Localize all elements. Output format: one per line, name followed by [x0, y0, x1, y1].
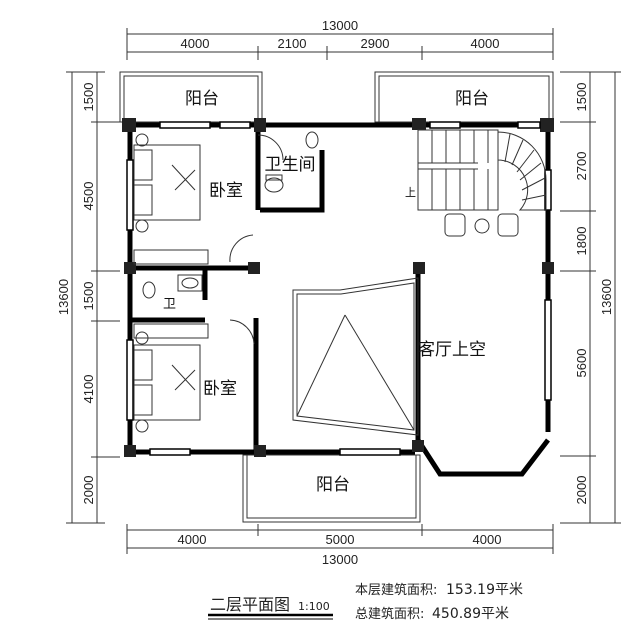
- bathroom-1-label: 卫生间: [265, 155, 316, 175]
- dim-left-3: 1500: [81, 282, 96, 311]
- dim-right-3: 1800: [574, 227, 589, 256]
- bed-2: [133, 331, 201, 433]
- drawing-title: 二层平面图: [210, 595, 290, 614]
- balcony-bottom-label: 阳台: [316, 475, 350, 495]
- dim-top-2: 2100: [278, 36, 307, 51]
- dim-left-4: 4100: [81, 375, 96, 404]
- dim-left-total: 13600: [56, 279, 71, 315]
- bed-1: [133, 133, 201, 233]
- dim-bottom-1: 4000: [178, 532, 207, 547]
- dim-right-total: 13600: [599, 279, 614, 315]
- bathroom-2-label: 卫: [163, 297, 176, 312]
- total-area-label: 总建筑面积:: [355, 606, 424, 622]
- dim-left-5: 2000: [81, 476, 96, 505]
- dim-right-4: 5600: [574, 349, 589, 378]
- dim-top-3: 2900: [361, 36, 390, 51]
- bedroom-1-label: 卧室: [209, 181, 243, 201]
- living-void-label: 客厅上空: [418, 340, 486, 360]
- dim-bottom-2: 5000: [326, 532, 355, 547]
- bedroom-2-label: 卧室: [203, 379, 237, 399]
- dim-left-1: 1500: [81, 83, 96, 112]
- living-void: [292, 277, 419, 436]
- drawing-scale: 1:100: [298, 600, 330, 613]
- balcony-top-right-label: 阳台: [455, 89, 489, 109]
- dim-right-2: 2700: [574, 152, 589, 181]
- dimension-lines: [66, 28, 621, 554]
- stair-up-label: 上: [405, 186, 416, 199]
- dim-left-2: 4500: [81, 182, 96, 211]
- floor-area-value: 153.19平米: [446, 582, 523, 598]
- dim-bottom-total: 13000: [322, 552, 358, 567]
- floor-area-label: 本层建筑面积:: [355, 582, 437, 598]
- dim-right-1: 1500: [574, 83, 589, 112]
- doors: [229, 134, 284, 345]
- dim-right-5: 2000: [574, 476, 589, 505]
- dim-top-1: 4000: [181, 36, 210, 51]
- balcony-top-left-label: 阳台: [185, 89, 219, 109]
- staircase: [417, 129, 547, 237]
- total-area-value: 450.89平米: [432, 606, 509, 622]
- wardrobes: [133, 249, 209, 339]
- windows: [126, 121, 552, 456]
- dim-bottom-3: 4000: [473, 532, 502, 547]
- dim-top-total: 13000: [322, 18, 358, 33]
- bathroom-fixtures: [142, 131, 319, 299]
- dim-top-4: 4000: [471, 36, 500, 51]
